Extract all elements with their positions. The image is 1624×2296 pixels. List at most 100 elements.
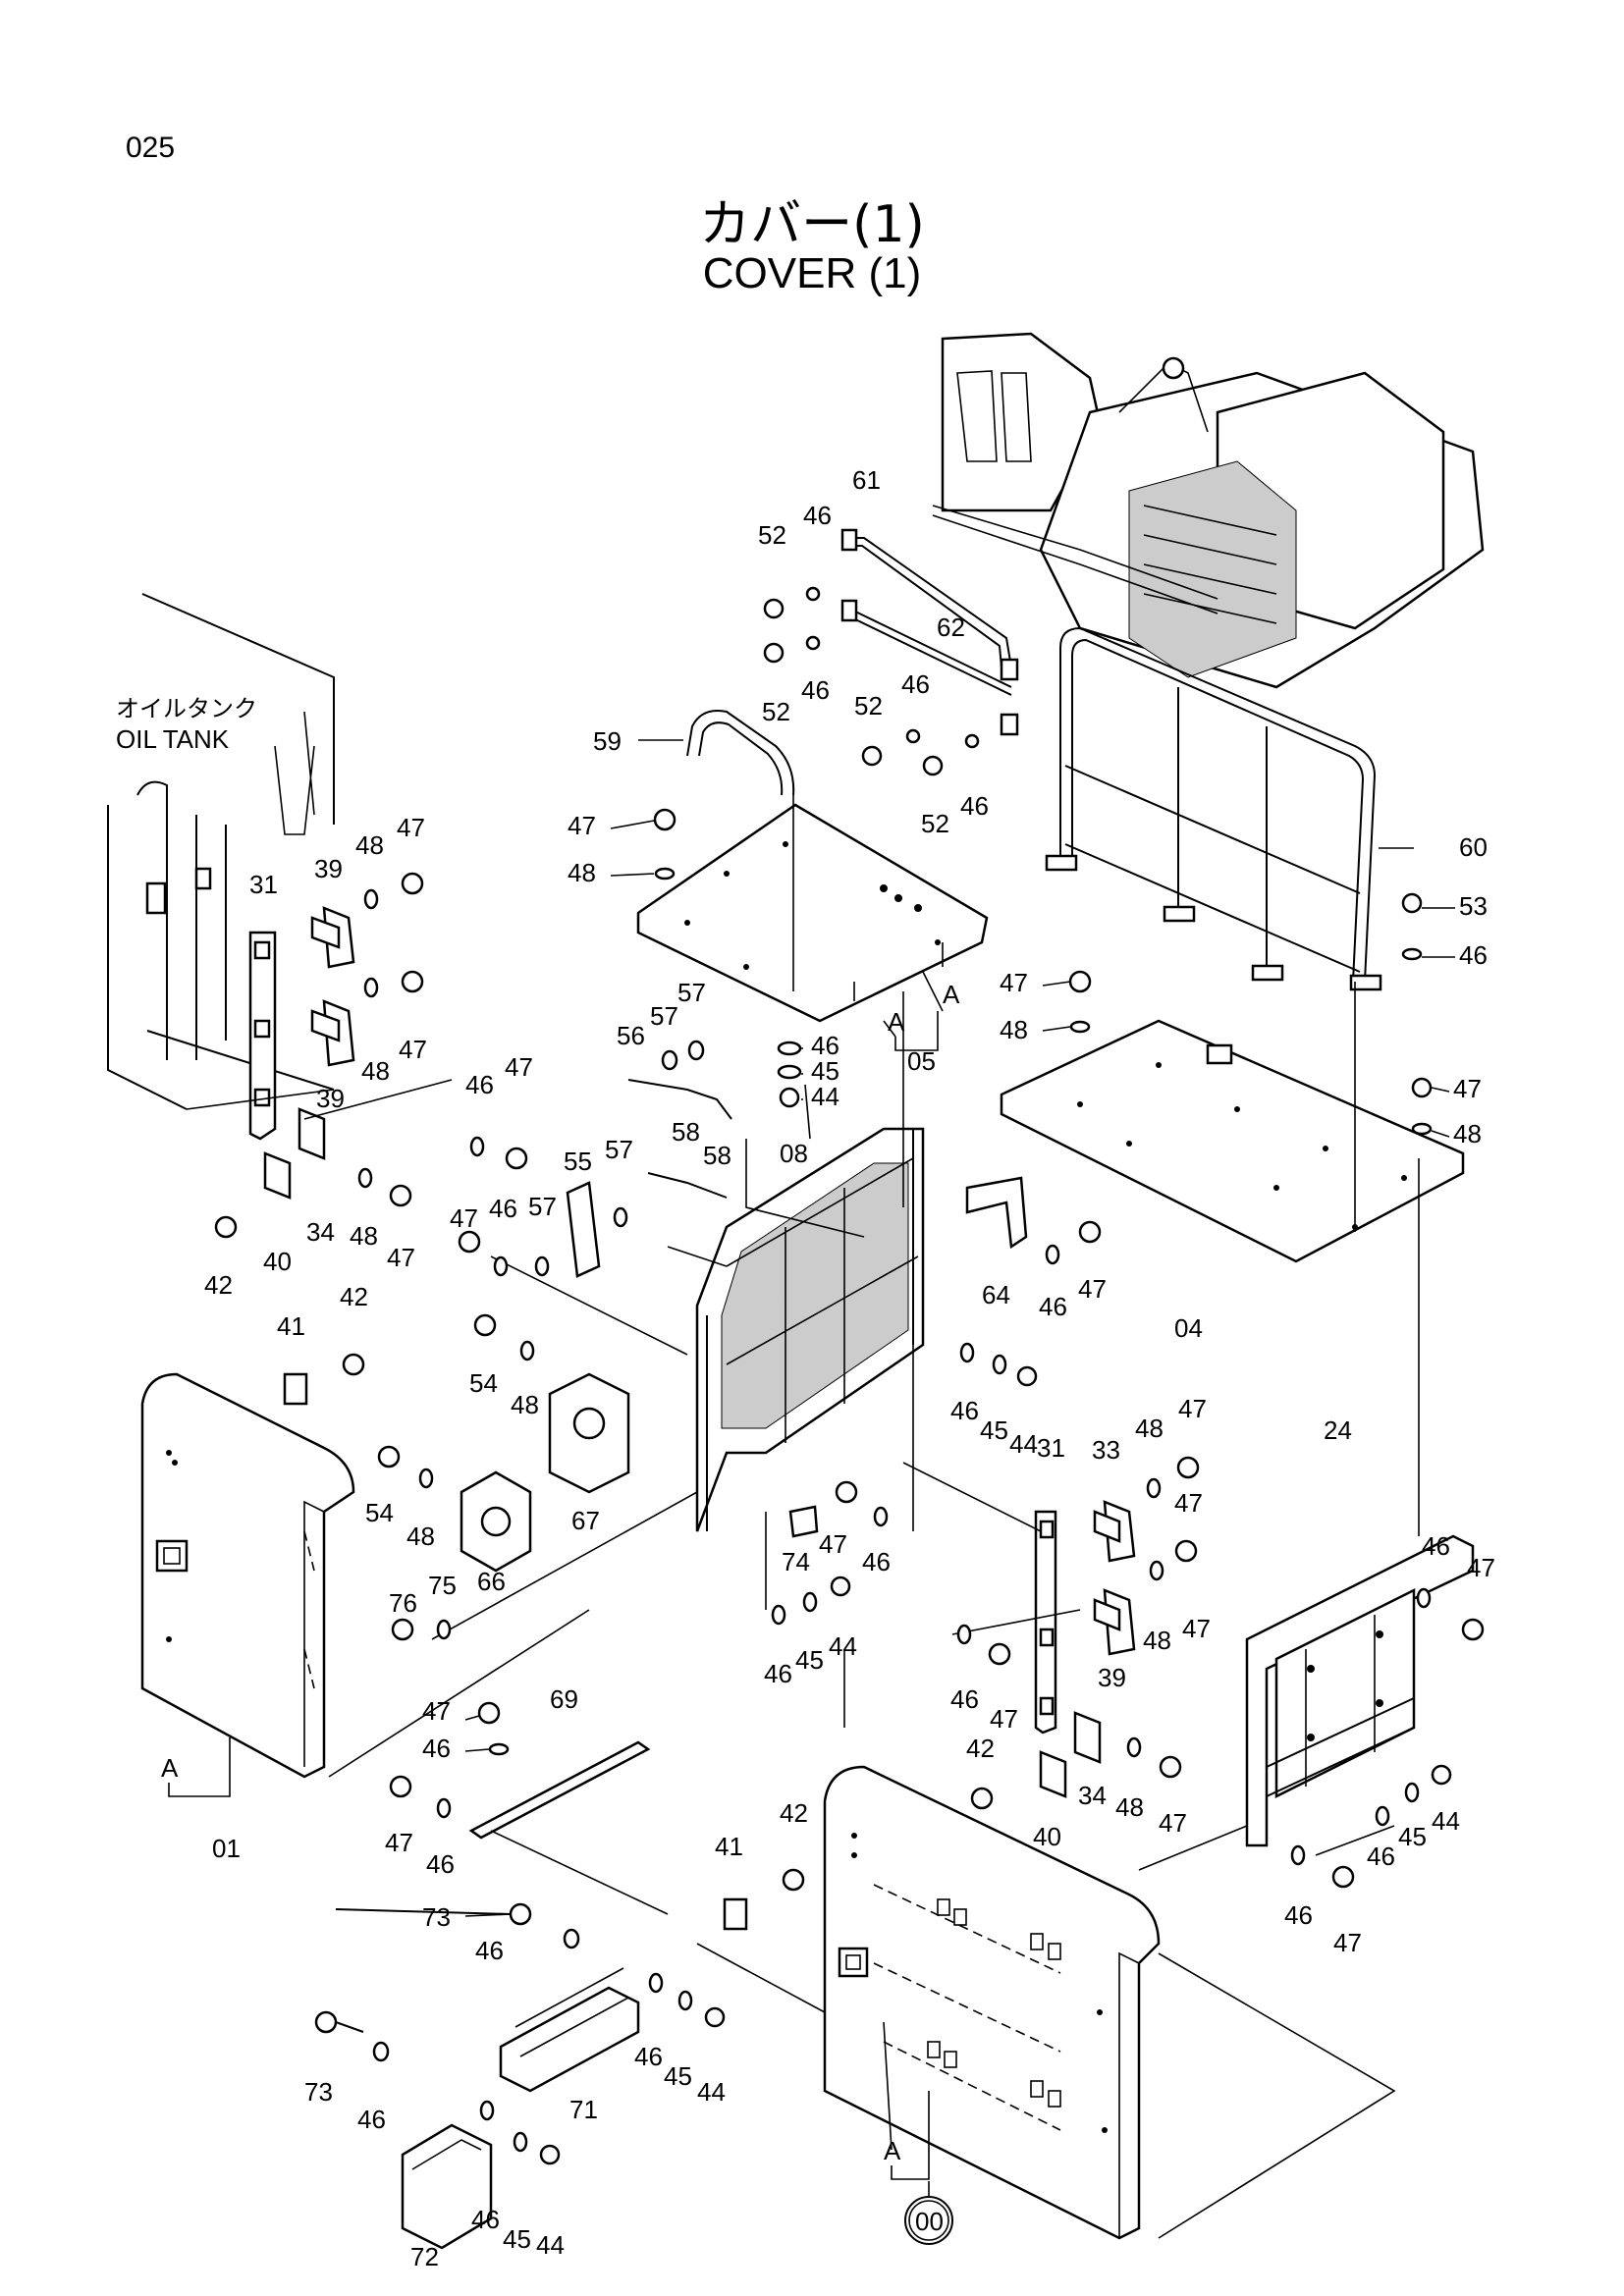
callout-48: 48	[361, 1056, 390, 1086]
callout-74: 74	[782, 1547, 810, 1576]
ref-a-00: A	[884, 2136, 901, 2165]
plate-04	[1000, 1019, 1465, 1263]
callout-04: 04	[1174, 1313, 1203, 1343]
callout-45: 45	[980, 1415, 1008, 1445]
callout-39: 39	[316, 1084, 345, 1113]
callout-73: 73	[304, 2077, 333, 2107]
title-japanese: カバー(1)	[699, 195, 925, 254]
callout-48: 48	[568, 858, 596, 887]
callout-42: 42	[340, 1282, 368, 1311]
callout-71: 71	[569, 2095, 598, 2124]
bracket-31-right	[1034, 1510, 1057, 1735]
callout-47: 47	[1178, 1394, 1207, 1423]
lock-67	[548, 1372, 630, 1494]
callout-45: 45	[664, 2061, 692, 2091]
callout-69: 69	[550, 1684, 578, 1714]
hose-59	[686, 710, 795, 796]
callout-46: 46	[950, 1684, 979, 1714]
oil-tank-outline	[107, 593, 335, 1110]
callout-47: 47	[1078, 1274, 1107, 1304]
callout-45: 45	[795, 1645, 824, 1675]
callout-47: 47	[422, 1696, 451, 1726]
latch-34-40-right	[1039, 1711, 1102, 1798]
callout-52: 52	[758, 520, 786, 550]
callout-45: 45	[811, 1056, 839, 1086]
callout-44: 44	[1009, 1429, 1038, 1459]
callout-46: 46	[489, 1194, 517, 1223]
guide-71	[499, 1967, 640, 2093]
callout-76: 76	[389, 1588, 417, 1618]
callout-55: 55	[564, 1147, 592, 1176]
callout-39: 39	[314, 854, 343, 883]
oil-tank-label-jp: オイルタンク	[116, 695, 257, 722]
callout-45: 45	[503, 2224, 531, 2254]
frame-24	[1245, 1534, 1475, 1847]
callout-47: 47	[819, 1529, 847, 1559]
callout-47: 47	[397, 813, 425, 842]
callout-05: 05	[907, 1046, 936, 1076]
title-english: COVER (1)	[702, 249, 922, 297]
bracket-64	[965, 1176, 1028, 1250]
callout-58: 58	[703, 1141, 731, 1170]
callout-47: 47	[450, 1203, 478, 1233]
fasteners	[214, 586, 1485, 2165]
callout-57: 57	[677, 978, 706, 1007]
page-number: 025	[126, 132, 176, 164]
callout-72: 72	[410, 2242, 439, 2271]
callout-34: 34	[1078, 1781, 1107, 1810]
callout-33: 33	[1092, 1435, 1120, 1465]
callout-47: 47	[1000, 968, 1028, 997]
rod-58	[647, 1172, 728, 1199]
callout-47: 47	[385, 1828, 413, 1857]
callout-47: 47	[1174, 1488, 1203, 1518]
callout-45: 45	[1398, 1822, 1427, 1851]
callout-46: 46	[357, 2105, 386, 2134]
callout-44: 44	[697, 2077, 726, 2107]
callout-53: 53	[1459, 891, 1488, 921]
callout-48: 48	[406, 1522, 435, 1551]
callout-62: 62	[937, 613, 965, 642]
callout-47: 47	[1182, 1614, 1211, 1643]
callout-47: 47	[1159, 1808, 1187, 1838]
excavator-overview	[932, 332, 1485, 689]
ref-a-05-right: A	[943, 980, 960, 1009]
rear-panel-00	[823, 1765, 1161, 2240]
callout-46: 46	[764, 1659, 792, 1688]
callout-46: 46	[950, 1396, 979, 1425]
callout-44: 44	[811, 1082, 839, 1111]
callout-46: 46	[803, 501, 832, 530]
callout-57: 57	[528, 1192, 557, 1221]
callout-48: 48	[1115, 1792, 1144, 1822]
callout-42: 42	[966, 1734, 995, 1763]
callout-48: 48	[1135, 1414, 1164, 1443]
circled-00-label: 00	[915, 2207, 944, 2236]
callout-46: 46	[801, 675, 830, 705]
callout-46: 46	[1039, 1292, 1067, 1321]
callout-31: 31	[1037, 1433, 1065, 1463]
callout-59: 59	[593, 726, 622, 756]
callout-46: 46	[811, 1031, 839, 1060]
callout-24: 24	[1324, 1415, 1352, 1445]
callout-48: 48	[1453, 1119, 1482, 1148]
callout-46: 46	[422, 1734, 451, 1763]
handrail-61-62	[840, 528, 1019, 736]
bracket-74	[788, 1505, 819, 1538]
latch-34-40-left	[263, 1107, 326, 1200]
callout-46: 46	[1284, 1900, 1313, 1930]
callout-56: 56	[617, 1021, 645, 1050]
callout-40: 40	[1033, 1822, 1061, 1851]
callout-46: 46	[1459, 940, 1488, 970]
plate-05	[636, 803, 989, 1023]
callout-46: 46	[960, 791, 989, 821]
latch-33	[1093, 1500, 1136, 1563]
callout-57: 57	[650, 1001, 678, 1031]
callout-42: 42	[204, 1270, 233, 1300]
callout-44: 44	[536, 2230, 565, 2260]
callout-47: 47	[568, 811, 596, 840]
callout-54: 54	[469, 1368, 498, 1398]
guide-72	[401, 2123, 493, 2250]
latch-39-upper	[310, 906, 355, 969]
callout-47: 47	[1333, 1928, 1362, 1957]
side-door-01	[140, 1372, 355, 1779]
callout-48: 48	[1000, 1015, 1028, 1044]
